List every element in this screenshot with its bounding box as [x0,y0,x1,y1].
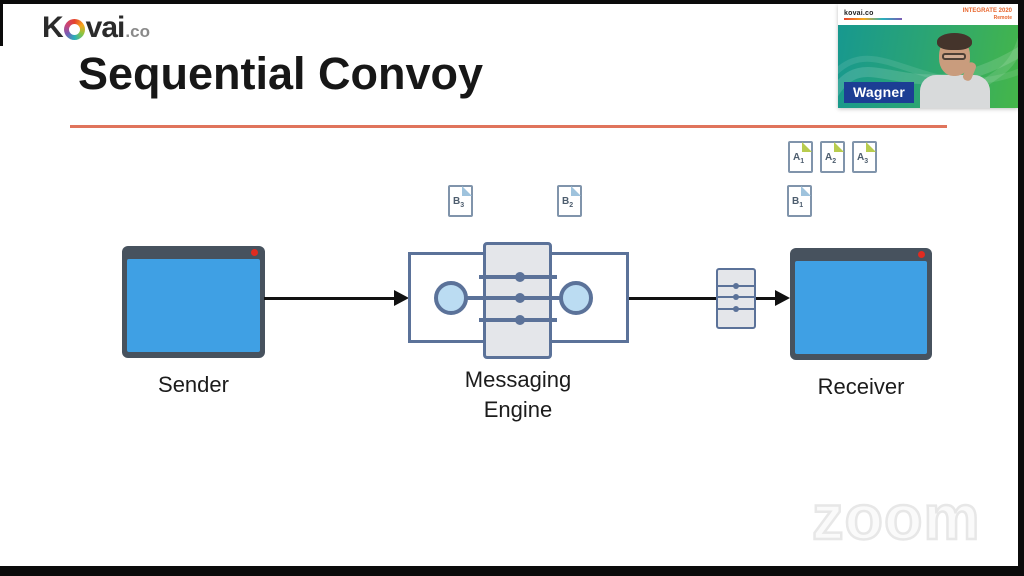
webcam-brand-tagline [844,17,902,20]
kovai-logo-k: K [42,11,64,44]
webcam-brand-logo: kovai.co [844,9,874,17]
engine-label-line1: Messaging [464,367,572,392]
message-doc-a1: A1 [788,141,813,173]
presenter-name-tag: Wagner [844,82,915,103]
doc-label: A1 [793,152,805,165]
letterbox-top [0,0,1024,4]
kovai-logo-ring-hole [68,24,80,35]
event-banner: INTEGRATE 2020 Remote [963,8,1012,22]
engine-label: Messaging Engine [418,365,618,425]
letterbox-bottom [0,566,1024,576]
engine-endpoint-right [559,281,593,315]
receiver-window [790,248,932,360]
engine-dot-middle [515,293,525,303]
sender-window [122,246,265,358]
receiver-label: Receiver [817,374,905,399]
doc-fold-icon [802,142,812,152]
title-underline [70,125,947,128]
sequence-queue-icon [716,268,756,329]
kovai-logo-vai: vai [85,11,126,44]
letterbox-left [0,0,3,46]
doc-label: B3 [453,196,465,209]
sequence-queue-dot [733,306,739,312]
webcam-brand-block: kovai.co [844,10,902,20]
engine-dot-top [515,272,525,282]
webcam-overlay: kovai.co INTEGRATE 2020 Remote Wagner [838,4,1018,108]
doc-fold-icon [866,142,876,152]
arrow-engine-receiver-line [628,297,778,300]
kovai-logo: K vai .co [42,11,150,45]
message-doc-b2: B2 [557,185,582,217]
doc-label: B1 [792,196,804,209]
sender-window-body [127,259,260,352]
kovai-logo-ring-icon [63,19,85,40]
doc-fold-icon [462,186,472,196]
arrow-engine-receiver-head [775,290,790,306]
doc-fold-icon [571,186,581,196]
doc-fold-icon [801,186,811,196]
doc-fold-icon [834,142,844,152]
arrow-sender-engine-head [394,290,409,306]
presenter-glasses [942,53,966,60]
presenter-shirt [920,75,990,108]
window-close-dot [251,249,258,256]
webcam-banner: kovai.co INTEGRATE 2020 Remote [838,4,1018,25]
message-doc-a2: A2 [820,141,845,173]
message-doc-a3: A3 [852,141,877,173]
message-doc-b3: B3 [448,185,473,217]
kovai-logo-suffix: .co [125,21,150,41]
engine-dot-bottom [515,315,525,325]
receiver-window-body [795,261,927,354]
doc-label: B2 [562,196,574,209]
engine-label-line2: Engine [483,397,553,422]
presenter-hair [937,33,972,50]
engine-endpoint-left [434,281,468,315]
page-title: Sequential Convoy [78,48,484,99]
sequence-queue-dot [733,294,739,300]
sequence-queue-dot [733,283,739,289]
letterbox-right [1018,0,1024,576]
doc-label: A2 [825,152,837,165]
arrow-sender-engine-line [264,297,396,300]
sender-label: Sender [158,372,229,397]
engine-line-middle [451,296,576,300]
event-line2: Remote [993,14,1012,21]
window-close-dot [918,251,925,258]
message-doc-b1: B1 [787,185,812,217]
doc-label: A3 [857,152,869,165]
zoom-watermark: zoom [811,482,981,555]
event-line1: INTEGRATE 2020 [962,7,1012,14]
webcam-video: Wagner [838,25,1018,108]
